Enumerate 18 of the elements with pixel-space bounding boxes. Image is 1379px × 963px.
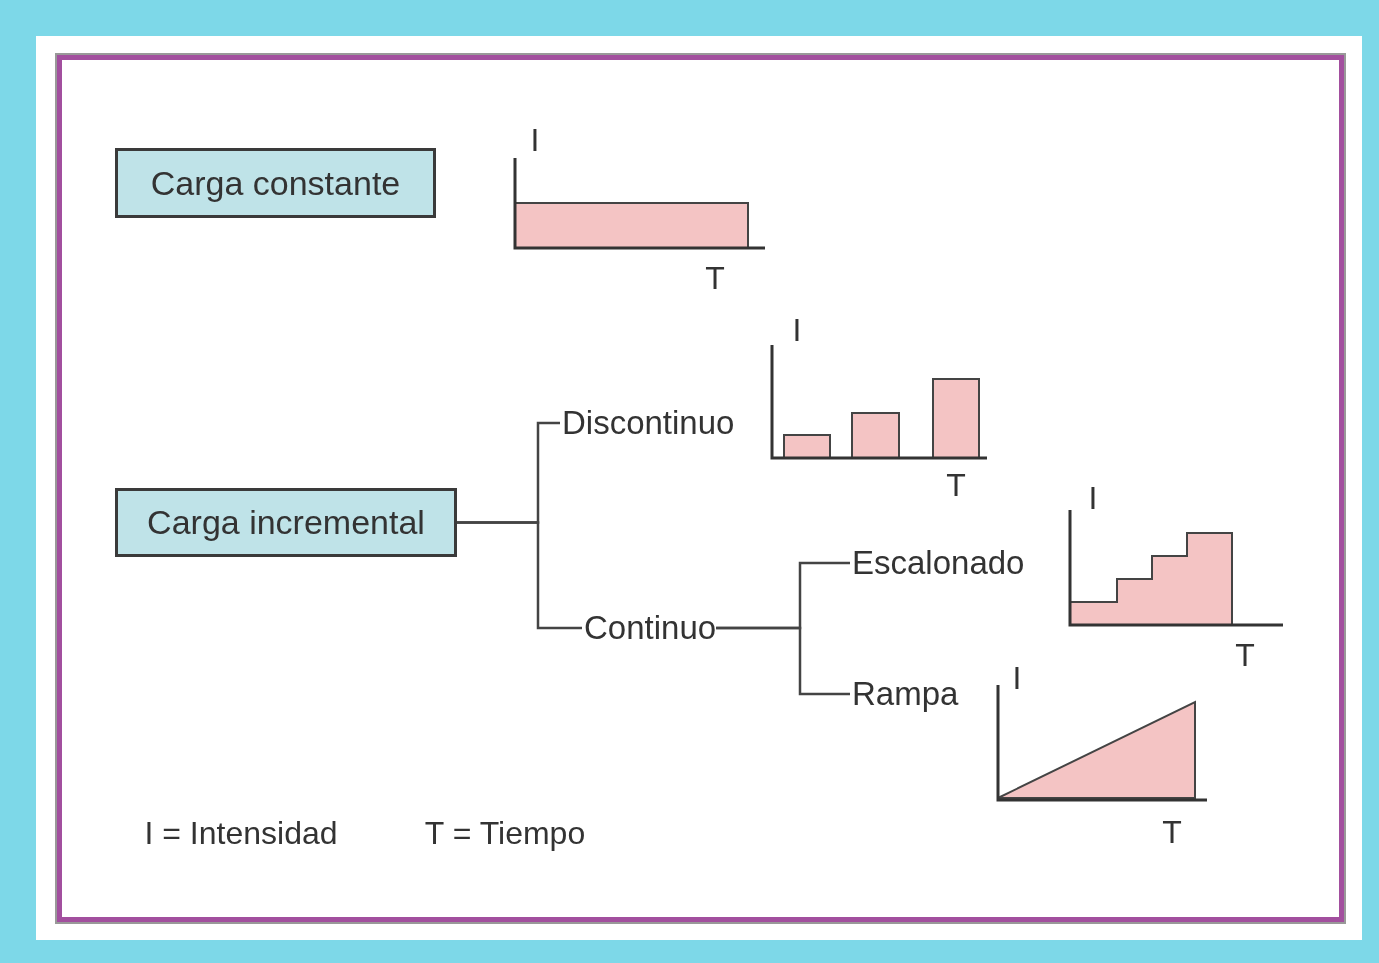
axis-label: I bbox=[792, 313, 802, 347]
axis-label: I bbox=[1088, 481, 1098, 515]
axis-label: T bbox=[705, 261, 725, 295]
branch-label: Continuo bbox=[584, 609, 717, 647]
connector-line bbox=[457, 521, 582, 630]
branch-label: Rampa bbox=[852, 675, 959, 713]
axis-label: T bbox=[1235, 638, 1255, 672]
axis-label: T bbox=[1162, 815, 1182, 849]
axis-label: I bbox=[530, 123, 540, 157]
category-box: Carga constante bbox=[115, 148, 436, 218]
branch-label: Escalonado bbox=[852, 544, 1025, 582]
connector-line bbox=[716, 626, 850, 696]
category-box: Carga incremental bbox=[115, 488, 457, 557]
branch-label: Discontinuo bbox=[562, 404, 735, 442]
axis-label: T bbox=[946, 468, 966, 502]
axis-label: I bbox=[1012, 661, 1022, 695]
key-note: T = Tiempo bbox=[424, 816, 586, 850]
key-note: I = Intensidad bbox=[144, 816, 338, 850]
